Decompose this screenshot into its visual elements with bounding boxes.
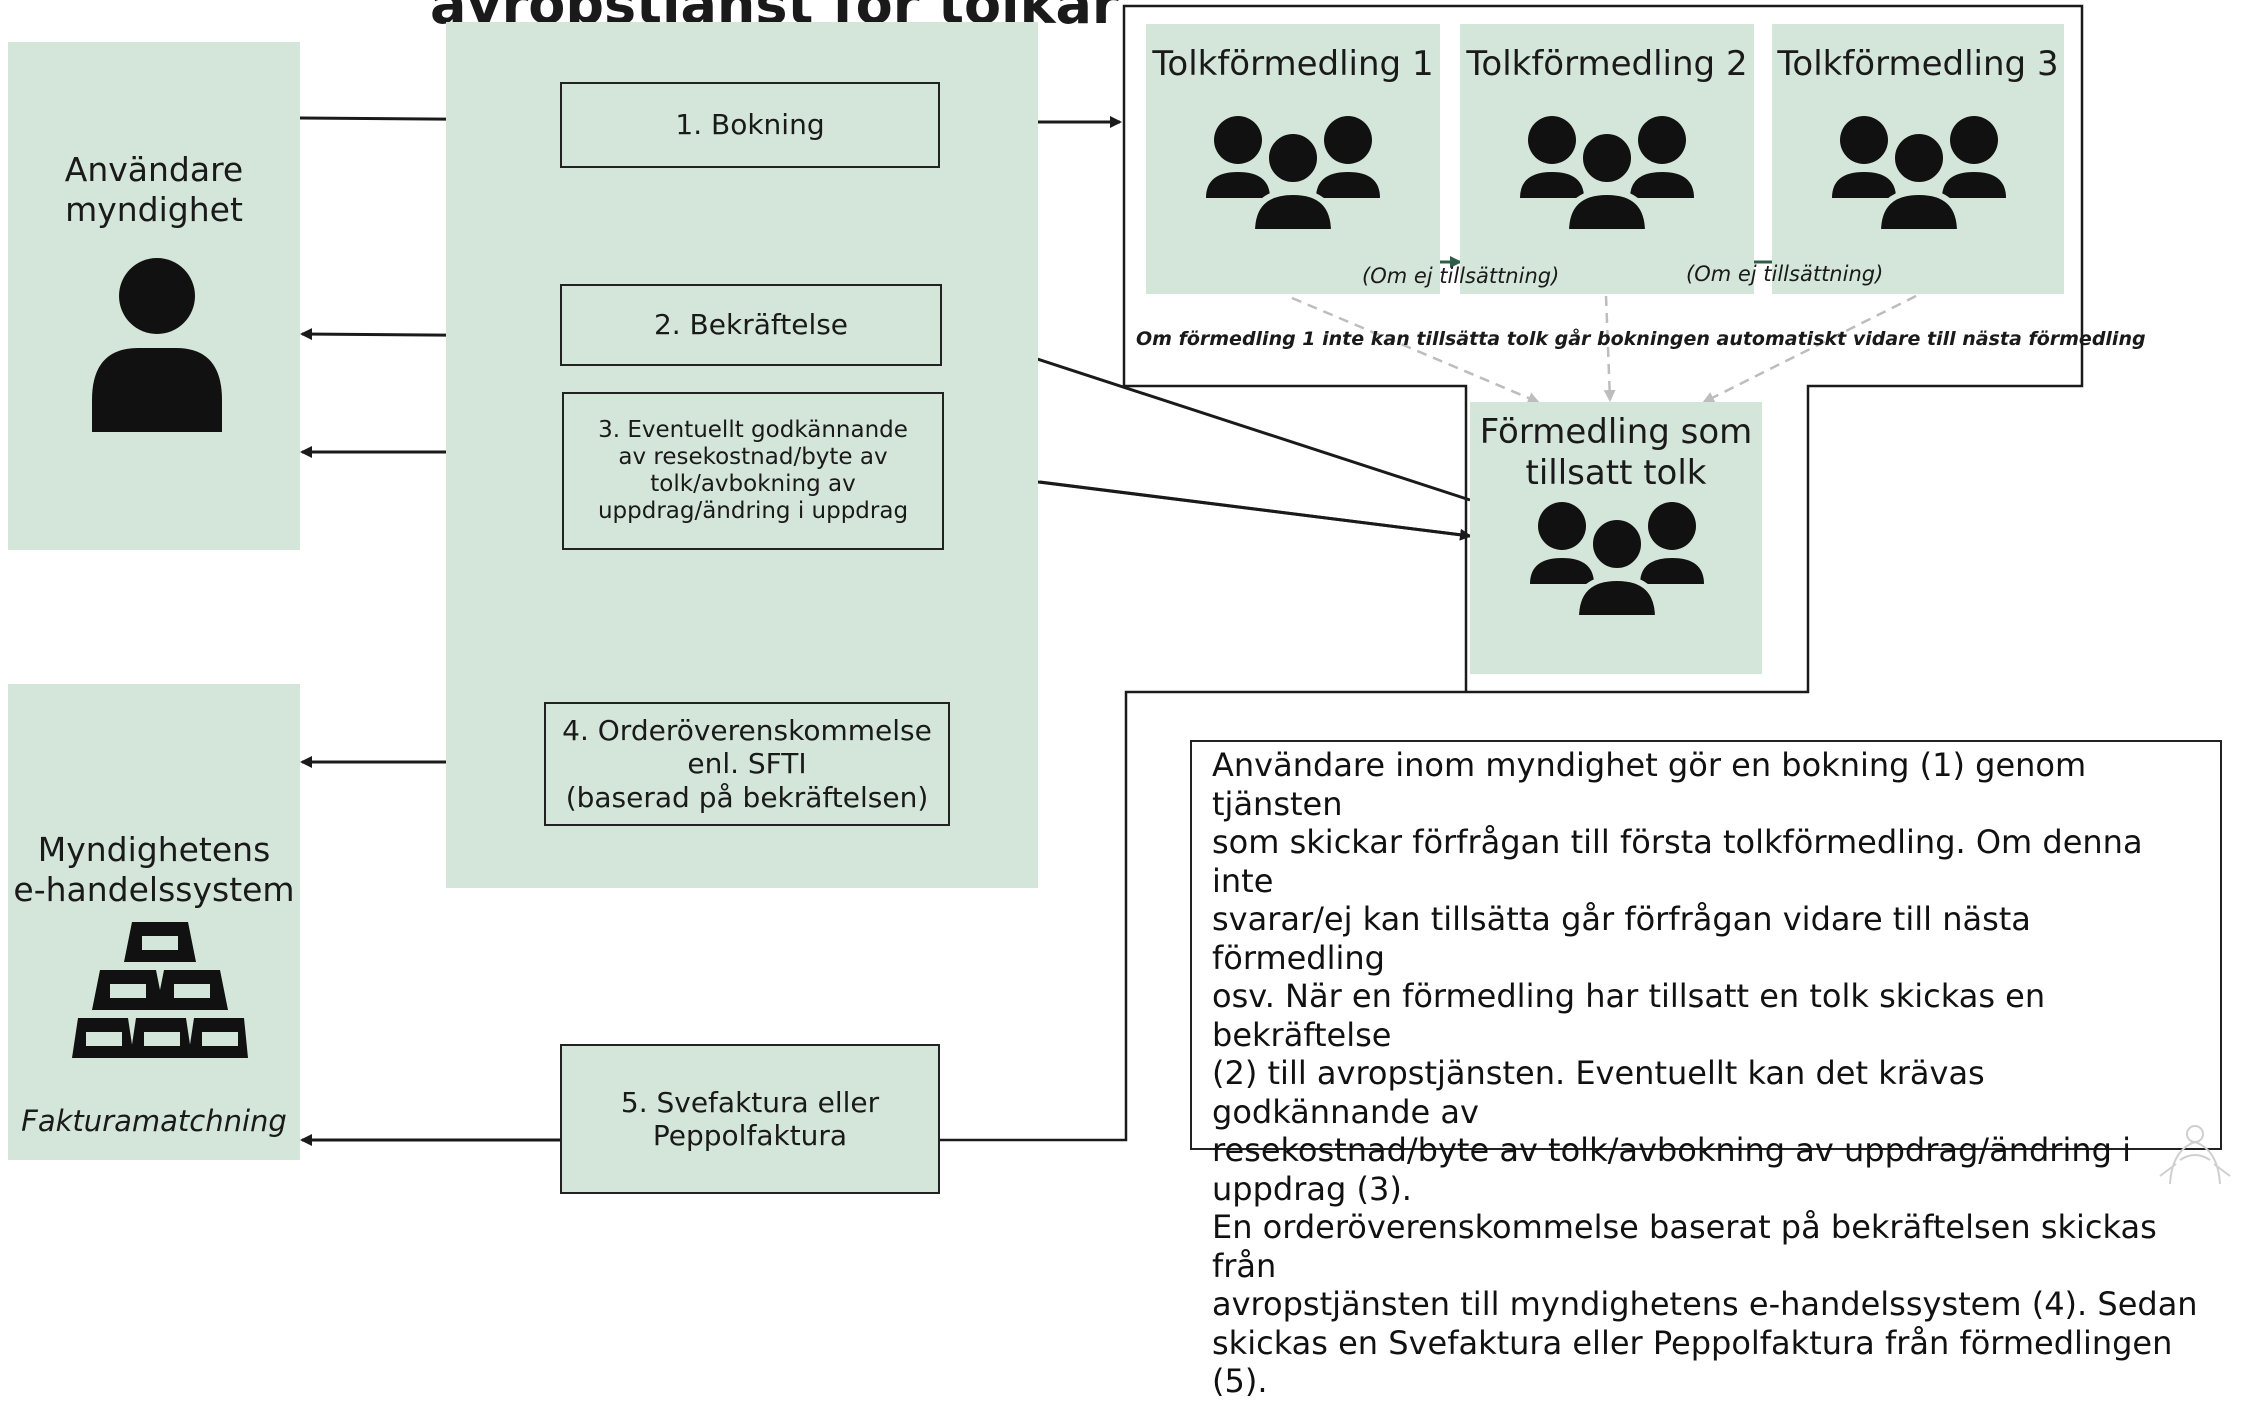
description-box: Användare inom myndighet gör en bokning … [1190, 740, 2222, 1400]
agency-card-1: Tolkförmedling 1 [1146, 24, 1440, 294]
step-4-orderoverenskommelse: 4. Orderöverenskommelse enl. SFTI (baser… [544, 702, 950, 826]
crest-watermark-icon [2159, 1125, 2231, 1185]
agency-3-label: Tolkförmedling 3 [1777, 44, 2059, 84]
ecommerce-sublabel: Fakturamatchning [21, 1104, 287, 1138]
step-5-faktura: 5. Svefaktura eller Peppolfaktura [560, 1044, 940, 1194]
fallback-label-2: (Om ej tillsättning) [1686, 262, 1884, 286]
step-2-bekraftelse: 2. Bekräftelse [560, 284, 942, 366]
arrow-step3-to-assigned [1039, 480, 1472, 541]
person-icon [92, 258, 222, 432]
automatic-note: Om förmedling 1 inte kan tillsätta tolk … [1136, 328, 2146, 350]
assigned-agency-card: Förmedling som tillsatt tolk [1470, 402, 1762, 674]
group-icon [1520, 116, 1694, 232]
step-1-bokning: 1. Bokning [560, 82, 940, 168]
agency-card-3: Tolkförmedling 3 [1772, 24, 2064, 294]
user-agency-label: Användare myndighet [64, 150, 244, 229]
step-3-godkannande: 3. Eventuellt godkännande av resekostnad… [562, 392, 944, 550]
agency-1-label: Tolkförmedling 1 [1152, 44, 1434, 84]
dashed-arrow-2 [1603, 295, 1616, 402]
dashed-arrow-3 [1702, 294, 1917, 404]
faktura-feed-line [938, 4, 2084, 1142]
dashed-arrow-1 [1291, 296, 1540, 404]
assigned-agency-label: Förmedling som tillsatt tolk [1479, 412, 1753, 493]
gold-bars-icon [72, 922, 248, 1058]
ecommerce-label: Myndighetens e-handelssystem [13, 830, 295, 909]
group-icon [1206, 116, 1380, 232]
ecommerce-panel: Myndighetens e-handelssystem Fakturamatc… [8, 684, 300, 1160]
group-icon [1832, 116, 2006, 232]
connector-layer [299, 4, 2084, 1146]
agency-2-label: Tolkförmedling 2 [1466, 44, 1748, 84]
user-agency-panel: Användare myndighet [8, 42, 300, 550]
fallback-label-1: (Om ej tillsättning) [1362, 264, 1560, 288]
agency-card-2: Tolkförmedling 2 [1460, 24, 1754, 294]
group-icon [1530, 502, 1704, 618]
